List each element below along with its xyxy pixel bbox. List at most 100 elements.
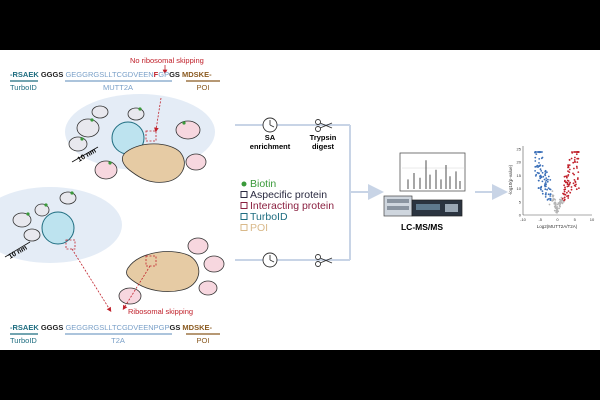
volcano-point: [561, 197, 564, 200]
volcano-point: [572, 172, 574, 175]
volcano-point: [545, 179, 548, 182]
top-aspecific-protein: [76, 118, 100, 138]
bottom-aspecific-protein: [12, 212, 32, 228]
volcano-point: [544, 188, 547, 191]
volcano-point: [549, 193, 552, 196]
volcano-ytick: 10: [517, 186, 522, 191]
volcano-point: [567, 197, 570, 199]
volcano-point: [540, 188, 542, 191]
bottom-label-poi: POI: [197, 336, 210, 345]
volcano-point: [577, 171, 580, 173]
volcano-point: [544, 169, 547, 172]
volcano-point: [541, 165, 544, 167]
biotin-dot: [44, 203, 48, 207]
bottom-interacting-protein: [198, 280, 218, 296]
volcano-point: [563, 190, 566, 193]
volcano-point: [537, 187, 540, 189]
legend-biotin-dot: [241, 181, 247, 187]
volcano-point: [553, 209, 556, 212]
volcano-point: [574, 185, 577, 188]
volcano-point: [552, 198, 555, 201]
volcano-point: [546, 180, 549, 183]
volcano-point: [558, 207, 560, 210]
volcano-point: [562, 201, 565, 203]
volcano-point: [547, 187, 550, 190]
legend-marker: [240, 224, 248, 231]
figure-canvas: No ribosomal skipping -RSAEK GGGS GEGGRG…: [0, 50, 600, 350]
biotin-dot: [70, 191, 74, 195]
volcano-point: [539, 177, 542, 180]
bottom-link-arrow-left: [71, 248, 112, 313]
volcano-point: [563, 196, 566, 199]
top-poi-shape: [121, 143, 185, 183]
top-label-tag: MUTT2A: [103, 83, 133, 92]
volcano-point: [549, 197, 551, 200]
bottom-aspecific-protein: [34, 203, 50, 217]
bottom-sequence: -RSAEK GGGS GEGGRGSLLTCGDVEENPGPGS MDSKE…: [10, 323, 213, 332]
top-aspecific-protein: [127, 107, 145, 121]
top-link-arrow: [153, 97, 162, 133]
volcano-point: [534, 151, 537, 153]
volcano-point: [570, 188, 573, 191]
volcano-point: [572, 182, 575, 185]
spectrum-peaks: [407, 160, 461, 189]
volcano-point: [549, 188, 552, 191]
volcano-point: [575, 151, 577, 153]
volcano-point: [568, 168, 571, 171]
volcano-point: [551, 194, 554, 197]
bottom-radius-line: [4, 241, 31, 258]
volcano-ytick: 0: [519, 213, 522, 218]
volcano-point: [572, 161, 575, 164]
volcano-point: [577, 177, 579, 179]
volcano-point: [578, 187, 580, 190]
volcano-point: [559, 205, 561, 208]
legend-item-label: Aspecific protein: [250, 189, 327, 201]
volcano-point: [566, 182, 569, 184]
volcano-point: [537, 179, 540, 182]
volcano-point: [534, 156, 537, 159]
bottom-link-arrow-right: [122, 265, 151, 311]
volcano-point: [538, 162, 540, 164]
top-interacting-protein: [185, 153, 207, 171]
volcano-point: [566, 191, 568, 194]
volcano-point: [540, 170, 543, 172]
volcano-point: [546, 171, 548, 174]
top-scissors-icon: [315, 119, 333, 132]
volcano-point: [574, 156, 576, 159]
top-label-poi: POI: [197, 83, 210, 92]
volcano-point: [564, 179, 566, 182]
volcano-point: [541, 156, 544, 159]
volcano-point: [575, 188, 578, 191]
volcano-point: [542, 175, 545, 178]
top-sequence: -RSAEK GGGS GEGGRGSLLTCGDVEENFGPGS MDSKE…: [10, 70, 212, 79]
volcano-point: [567, 170, 569, 172]
volcano-point: [564, 186, 566, 189]
bottom-poi-shape: [126, 251, 200, 292]
biotin-dot: [26, 212, 30, 216]
volcano-ytick: 25: [517, 147, 522, 152]
volcano-point: [537, 166, 539, 168]
volcano-point: [564, 188, 567, 191]
volcano-point: [574, 180, 577, 183]
legend-marker: [240, 191, 248, 198]
volcano-point: [534, 160, 537, 162]
bottom-junction-box-right: [145, 255, 157, 267]
volcano-point: [555, 207, 557, 210]
volcano-ytick: 20: [517, 160, 522, 165]
volcano-point: [575, 153, 578, 156]
volcano-point: [563, 198, 566, 201]
volcano-point: [570, 157, 573, 160]
volcano-point: [551, 199, 554, 202]
lcms-spectrum-panel: [399, 152, 466, 192]
volcano-point: [567, 164, 569, 166]
top-timer-icon: [262, 117, 278, 133]
volcano-point: [538, 158, 541, 160]
bottom-annotation: Ribosomal skipping: [128, 307, 193, 316]
volcano-point: [560, 196, 563, 199]
volcano-point: [568, 159, 571, 161]
